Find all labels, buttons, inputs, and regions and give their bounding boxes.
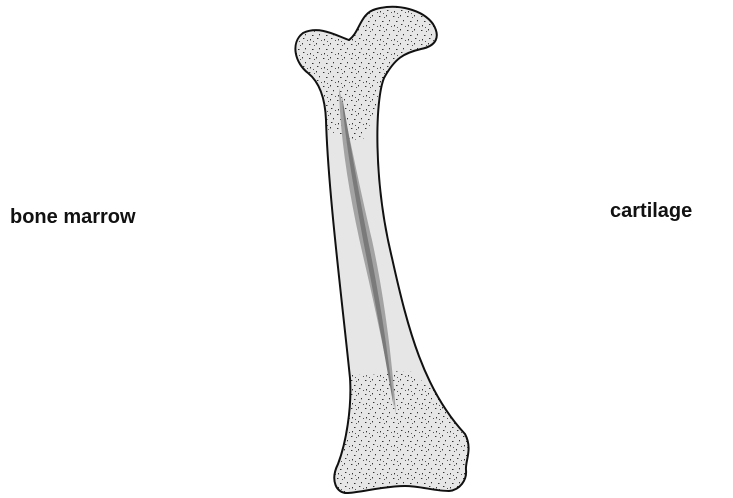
- label-cartilage: cartilage: [610, 201, 692, 221]
- spongy-bone-bottom: [330, 371, 480, 498]
- label-bone-marrow: bone marrow: [10, 207, 136, 227]
- spongy-bone-top: [290, 0, 450, 140]
